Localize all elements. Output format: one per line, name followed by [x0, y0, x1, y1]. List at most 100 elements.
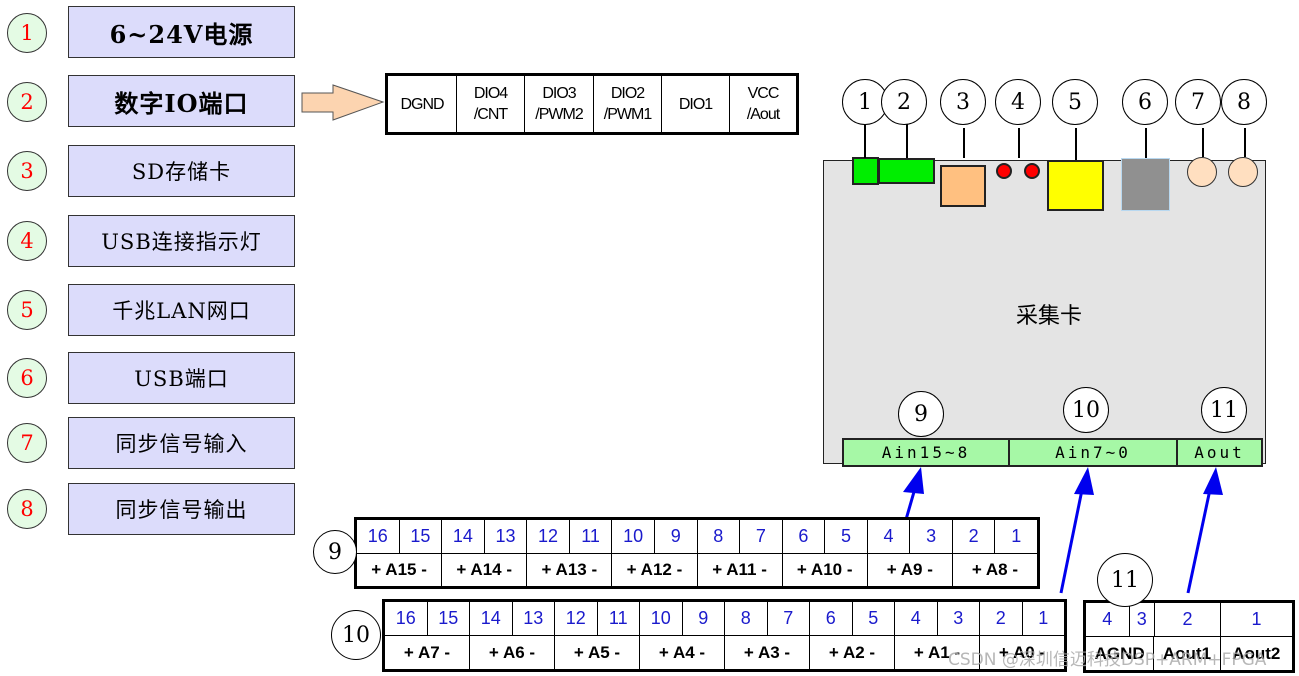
terminal-pin-number: 11	[570, 520, 613, 553]
terminal-pin-number: 9	[655, 520, 698, 553]
terminal-channel-label: + A15 -	[357, 553, 443, 586]
leader-line-5	[1075, 128, 1077, 160]
terminal-channel-label: + A5 -	[555, 636, 640, 669]
digital-io-pin-table: DGND DIO4/CNT DIO3/PWM2 DIO2/PWM1 DIO1 V…	[385, 73, 799, 135]
acquisition-card-board	[823, 160, 1266, 464]
dio-pin-vcc: VCC/Aout	[746, 85, 780, 123]
legend-label-sd-card: SD存储卡	[68, 145, 295, 197]
dio-pin-dgnd: DGND	[388, 76, 457, 132]
legend-number-6: 6	[7, 358, 47, 398]
terminal-channel-label: + A4 -	[640, 636, 725, 669]
arrow-10-to-ain7-0	[1059, 479, 1086, 594]
terminal-pin-number: 16	[357, 520, 400, 553]
terminal-pin-number: 6	[810, 602, 853, 635]
legend-label-usb-led: USB连接指示灯	[68, 215, 295, 267]
terminal-pin-number: 6	[783, 520, 826, 553]
callout-terminal-9: 9	[313, 530, 357, 574]
callout-9: 9	[898, 391, 944, 437]
legend-number-5: 5	[7, 290, 47, 330]
terminal-pin-number: 7	[768, 602, 810, 635]
dio-pin-dio1: DIO1	[662, 76, 730, 132]
legend-number-7: 7	[7, 423, 47, 463]
leader-line-1	[864, 124, 866, 158]
terminal-channel-label: Aout1	[1154, 637, 1221, 670]
legend-label-power: 6~24V电源	[68, 6, 295, 58]
dio-pin-dio4: DIO4/CNT	[457, 76, 525, 132]
terminal-channel-label: + A0 -	[998, 642, 1046, 662]
leader-line-2	[906, 124, 908, 158]
callout-4: 4	[995, 79, 1041, 125]
terminal-pin-number: 12	[527, 520, 570, 553]
leader-line-6	[1145, 128, 1147, 158]
terminal-pin-number: 10	[640, 602, 683, 635]
legend-number-3: 3	[7, 151, 47, 191]
terminal-pin-number: 10	[612, 520, 655, 553]
callout-5: 5	[1052, 79, 1098, 125]
terminal-pin-number: 5	[853, 602, 895, 635]
terminal-pin-number: 1	[1011, 525, 1022, 546]
callout-1: 1	[842, 79, 888, 125]
arrowhead-9	[903, 467, 924, 494]
legend-number-8: 8	[7, 489, 47, 529]
leader-line-8	[1244, 128, 1246, 157]
terminal-pin-number: 13	[485, 520, 528, 553]
terminal-pin-number: 4	[895, 602, 938, 635]
leader-line-4	[1018, 128, 1020, 158]
terminal-channel-label: + A9 -	[868, 553, 953, 586]
callout-terminal-10: 10	[331, 610, 381, 660]
terminal-10-channel-row: + A7 -+ A6 -+ A5 -+ A4 -+ A3 -+ A2 -+ A1…	[385, 636, 1064, 669]
terminal-pin-number: 1	[1038, 608, 1049, 628]
terminal-channel-label: + A2 -	[810, 636, 895, 669]
terminal-channel-label: + A1 -	[895, 636, 980, 669]
terminal-pin-number: 4	[868, 520, 911, 553]
sd-card-slot-3	[940, 165, 986, 207]
terminal-channel-label: + A11 -	[698, 553, 783, 586]
dio-pin-dio2: DIO2/PWM1	[594, 76, 662, 132]
board-title: 采集卡	[1016, 304, 1083, 329]
leader-line-7	[1202, 128, 1204, 157]
arrow-11-to-aout	[1186, 479, 1214, 594]
terminal-pin-number: 12	[555, 602, 598, 635]
legend-number-2: 2	[7, 82, 47, 122]
arrowhead-11	[1203, 467, 1223, 495]
terminal-channel-label: + A13 -	[527, 553, 613, 586]
terminal-9-channel-row: + A15 -+ A14 -+ A13 -+ A12 -+ A11 -+ A10…	[357, 553, 1037, 586]
usb-led-icon-a	[996, 163, 1012, 179]
callout-terminal-11: 11	[1097, 553, 1153, 607]
terminal-pin-number: 8	[698, 520, 741, 553]
sync-out-port-8	[1228, 157, 1258, 187]
callout-3: 3	[940, 79, 986, 125]
digital-io-connector-2	[878, 158, 935, 184]
callout-10: 10	[1063, 387, 1109, 433]
usb-led-icon-b	[1024, 163, 1040, 179]
terminal-pin-number: 4	[1086, 603, 1130, 636]
terminal-pin-number: 11	[598, 602, 640, 635]
terminal-pin-number: 2	[953, 520, 996, 553]
legend-number-4: 4	[7, 221, 47, 261]
terminal-pin-number: 9	[683, 602, 725, 635]
terminal-pin-number: 8	[725, 602, 768, 635]
terminal-channel-label: + A8 -	[971, 559, 1018, 579]
dio-pointer-arrow	[301, 84, 385, 121]
terminal-pin-number: 7	[740, 520, 783, 553]
lan-port-5	[1047, 160, 1104, 211]
terminal-pin-number: 14	[442, 520, 485, 553]
connector-aout: Aout	[1176, 438, 1263, 467]
legend-number-1: 1	[7, 13, 47, 53]
terminal-channel-label: + A12 -	[612, 553, 698, 586]
terminal-channel-label: + A10 -	[783, 553, 868, 586]
callout-11: 11	[1201, 387, 1247, 433]
terminal-pin-number: 16	[385, 602, 428, 635]
callout-8: 8	[1221, 79, 1267, 125]
sync-in-port-7	[1187, 157, 1217, 187]
arrowhead-10	[1074, 467, 1094, 495]
terminal-pin-number: 1	[1251, 609, 1262, 629]
legend-label-sync-in: 同步信号输入	[68, 417, 295, 469]
callout-6: 6	[1122, 79, 1168, 125]
terminal-pin-number: 13	[513, 602, 555, 635]
